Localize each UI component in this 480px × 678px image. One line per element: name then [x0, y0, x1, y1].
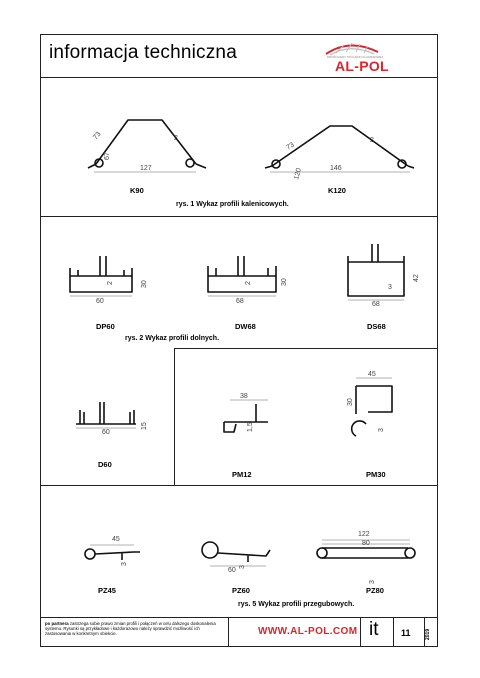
footer-url-link[interactable]: WWW.AL-POL.COM [258, 626, 358, 637]
pz80-dim-width-b: 80 [362, 540, 370, 547]
profile-pz45-drawing [84, 548, 140, 560]
ds68-dim-height: 42 [413, 274, 420, 282]
profile-dp60-drawing [69, 256, 133, 293]
profile-label-pm30: PM30 [366, 470, 386, 479]
profile-k120-drawing [264, 125, 415, 169]
footer-divider-3 [393, 617, 394, 647]
profile-label-d60: D60 [98, 460, 112, 469]
page-frame [40, 34, 438, 647]
profile-d60-drawing [76, 402, 136, 425]
divider-footer [40, 617, 438, 618]
profile-dw68-drawing [207, 256, 277, 293]
pz45-dim-wall: 3 [121, 562, 128, 566]
ds68-dim-wall: 3 [388, 284, 392, 291]
dp60-dim-width: 60 [96, 298, 104, 305]
profile-label-dw68: DW68 [235, 322, 256, 331]
k120-dim-c: 146 [330, 165, 342, 172]
divider-fig4 [40, 485, 438, 486]
profile-ds68-drawing [347, 244, 405, 297]
footer-note: po partnera zastrzega sobie prawo zmian … [45, 621, 225, 637]
profile-label-pm12: PM12 [232, 470, 252, 479]
profile-label-k90: K90 [130, 186, 144, 195]
caption-fig2: rys. 2 Wykaz profili dolnych. [125, 335, 220, 342]
dp60-dim-wall: 2 [107, 281, 114, 285]
pz60-dim-width: 60 [228, 567, 236, 574]
profile-label-dp60: DP60 [96, 322, 115, 331]
pz45-dim-width: 45 [112, 536, 120, 543]
dw68-dim-width: 68 [236, 298, 244, 305]
dp60-dim-height: 30 [141, 280, 148, 288]
pm30-dim-wall: 3 [378, 428, 385, 432]
logo-text: AL-POL [335, 58, 389, 74]
footer-divider-1 [228, 617, 229, 647]
k120-dim-d: 120 [293, 167, 303, 180]
footer-language: it [369, 619, 379, 640]
footer-year: 2019 [425, 628, 431, 640]
divider-fig2 [174, 348, 438, 349]
footer-note-bold: po partnera [45, 621, 69, 626]
k90-dim-d: 67 [104, 152, 111, 160]
footer-divider-2 [360, 617, 361, 647]
pz60-dim-wall: 3 [239, 565, 246, 569]
caption-fig5: rys. 5 Wykaz profili przegubowych. [238, 601, 355, 608]
d60-dim-width: 60 [102, 429, 110, 436]
dw68-dim-height: 30 [281, 278, 288, 286]
k90-dim-a: 73 [92, 131, 102, 142]
d60-dim-height: 15 [141, 422, 148, 430]
dw68-dim-wall: 2 [245, 281, 252, 285]
pz80-dim-wall: 3 [369, 580, 376, 584]
k90-dim-b: 2 [174, 135, 178, 142]
profile-label-pz45: PZ45 [98, 586, 116, 595]
pz80-dim-width-a: 122 [358, 531, 370, 538]
caption-fig1: rys. 1 Wykaz profili kalenicowych. [176, 201, 289, 208]
page-title: informacja techniczna [49, 42, 237, 63]
profile-k90-drawing [87, 119, 207, 169]
divider-fig1 [40, 216, 438, 217]
profile-label-pz80: PZ80 [366, 586, 384, 595]
profile-pm30-drawing [350, 385, 393, 437]
profile-pm12-drawing [223, 404, 268, 433]
logo-tagline: PRODUCENT STOLARKI ALUMINIOWEJ [327, 55, 384, 59]
profile-label-pz60: PZ60 [232, 586, 250, 595]
ds68-dim-width: 68 [372, 301, 380, 308]
header-bar [40, 34, 438, 78]
pm12-dim-wall: 1,5 [247, 422, 254, 432]
profile-pz80-drawing [316, 547, 416, 559]
pm12-dim-width: 38 [240, 393, 248, 400]
k120-dim-a: 73 [285, 142, 295, 152]
footer-page-number: 11 [401, 628, 411, 638]
k90-dim-c: 127 [140, 165, 152, 172]
profile-label-ds68: DS68 [367, 322, 386, 331]
logo-arc-icon [325, 42, 379, 56]
dimension-labels: 73 2 127 67 73 2 146 120 60 30 2 68 30 2… [92, 131, 420, 584]
profile-label-k120: K120 [328, 186, 346, 195]
pm30-dim-height: 30 [347, 398, 354, 406]
divider-fig3-vertical [174, 348, 175, 485]
footer-note-text: zastrzega sobie prawo zmian profili i po… [45, 621, 216, 637]
pm30-dim-width: 45 [368, 371, 376, 378]
footer-divider-4 [424, 617, 425, 647]
k120-dim-b: 2 [370, 137, 374, 144]
profile-pz60-drawing [201, 541, 271, 562]
